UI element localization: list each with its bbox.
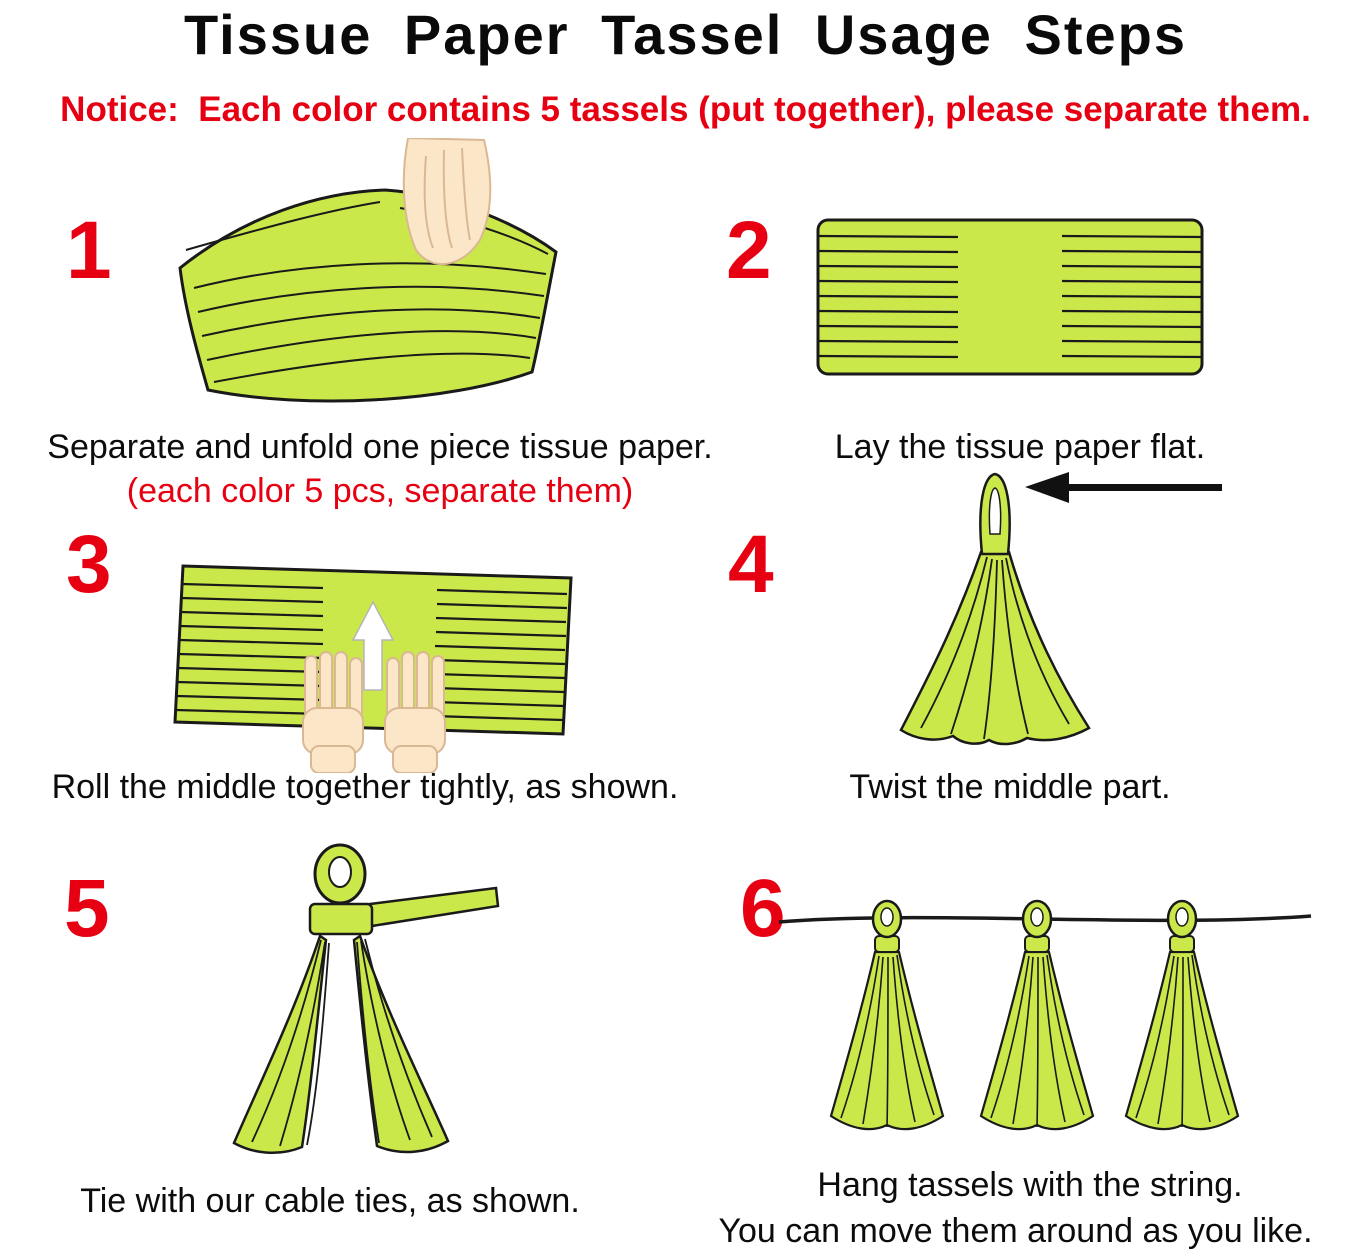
fringe-cut-lines — [817, 234, 1203, 359]
page-title: Tissue Paper Tassel Usage Steps — [183, 3, 1188, 66]
left-hand-icon — [302, 651, 364, 773]
hanging-tassel — [1124, 899, 1240, 1131]
notice-text: Notice: Each color contains 5 tassels (p… — [60, 90, 1311, 129]
hand-finger-lines — [423, 147, 471, 249]
step1-number: 1 — [66, 205, 112, 296]
step1-subcaption: (each color 5 pcs, separate them) — [126, 472, 634, 510]
right-hand-icon — [384, 651, 446, 773]
tassel-strand-lines — [920, 556, 1070, 740]
cable-tie-tail — [368, 886, 500, 928]
hand-icon — [402, 138, 492, 266]
step3-number: 3 — [66, 519, 112, 610]
fringe-cut-lines — [175, 582, 568, 722]
tassel-strand-lines — [251, 938, 433, 1147]
cable-tie-band — [308, 902, 374, 936]
step6-subcaption: You can move them around as you like. — [718, 1212, 1313, 1250]
step6-caption: Hang tassels with the string. — [817, 1166, 1243, 1204]
step2-number: 2 — [726, 205, 772, 296]
arrow-icon — [1025, 472, 1222, 503]
step1-hand-tissue-illustration — [178, 138, 558, 403]
step4-caption: Twist the middle part. — [849, 768, 1171, 806]
step4-twisted-tassel-illustration — [899, 472, 1222, 746]
tissue-fold-lines — [185, 201, 549, 383]
step5-caption: Tie with our cable ties, as shown. — [80, 1182, 580, 1220]
step3-caption: Roll the middle together tightly, as sho… — [51, 768, 679, 806]
step5-cable-tie-tassel-illustration — [232, 843, 500, 1154]
hanging-tassel — [979, 899, 1095, 1131]
step4-number: 4 — [728, 519, 774, 610]
step3-roll-middle-illustration — [173, 564, 573, 773]
up-arrow-icon — [351, 600, 395, 691]
step6-number: 6 — [740, 863, 786, 954]
step2-caption: Lay the tissue paper flat. — [834, 428, 1206, 466]
step2-flat-tissue-illustration — [816, 218, 1204, 376]
step6-hanging-tassels-illustration — [778, 899, 1312, 1131]
hanging-tassel — [829, 899, 945, 1131]
step1-caption: Separate and unfold one piece tissue pap… — [47, 428, 713, 466]
step5-number: 5 — [64, 863, 110, 954]
